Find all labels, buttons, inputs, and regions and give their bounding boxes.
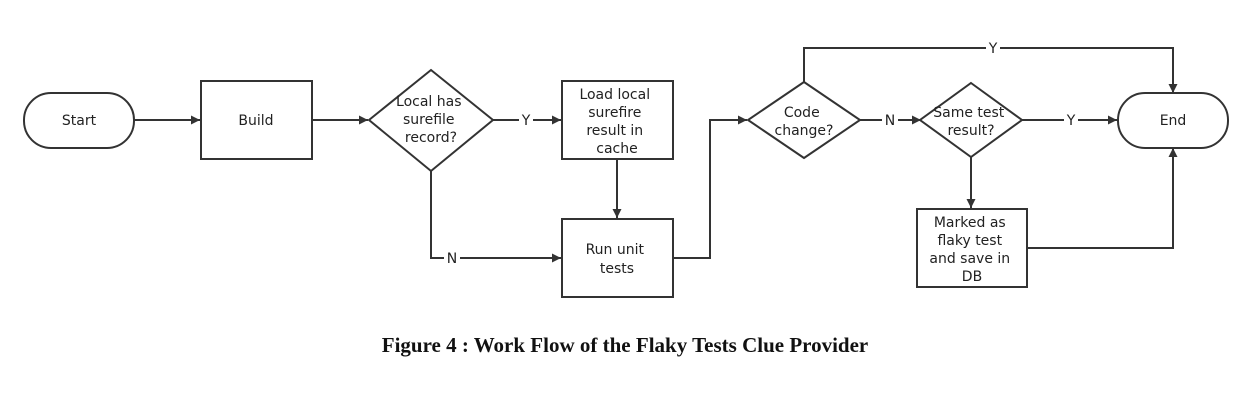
load-cache-label: Load local surefire result in cache [579, 87, 654, 157]
start-node: Start [23, 92, 135, 149]
edge-label-yes: Y [988, 41, 998, 57]
edge-label-yes: Y [521, 113, 531, 129]
code-change-decision: Code change? [746, 80, 862, 160]
same-result-decision: Same test result? [918, 81, 1024, 159]
local-record-decision: Local has surefile record? [367, 68, 495, 173]
start-label: Start [62, 113, 97, 129]
mark-flaky-node: Marked as flaky test and save in DB [916, 208, 1028, 288]
load-cache-node: Load local surefire result in cache [561, 80, 674, 160]
same-result-label: Same test result? [933, 105, 1009, 139]
end-node: End [1117, 92, 1229, 149]
edge-label-yes: Y [1066, 113, 1076, 129]
local-record-label: Local has surefile record? [396, 94, 466, 146]
connector-run-code [673, 115, 747, 259]
flowchart: Y N Y N Y Start Build Local has surefile… [23, 40, 1229, 298]
figure-caption: Figure 4 : Work Flow of the Flaky Tests … [381, 333, 869, 357]
edge-label-no: N [447, 251, 457, 267]
connector-flaky-end [1027, 148, 1178, 249]
edge-labels: Y N Y N Y [444, 40, 1078, 267]
mark-flaky-label: Marked as flaky test and save in DB [929, 215, 1014, 285]
edge-label-no: N [885, 113, 895, 129]
connector-local-no [430, 171, 561, 263]
code-change-label: Code change? [775, 105, 834, 139]
build-node: Build [200, 80, 313, 160]
build-label: Build [238, 113, 273, 129]
run-tests-label: Run unit tests [586, 242, 649, 277]
end-label: End [1160, 113, 1187, 129]
run-tests-node: Run unit tests [561, 218, 674, 298]
